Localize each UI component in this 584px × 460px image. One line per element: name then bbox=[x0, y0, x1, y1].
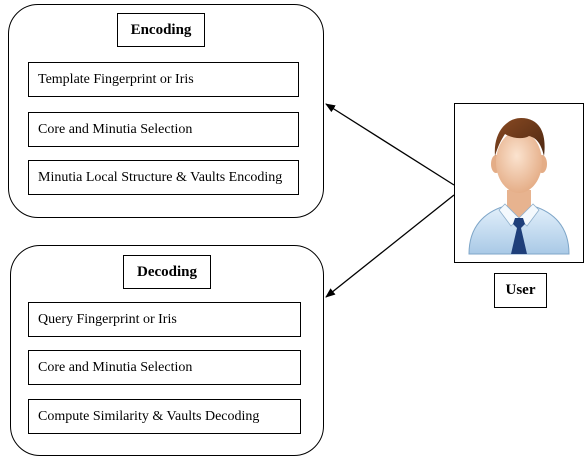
encoding-panel: Encoding Template Fingerprint or Iris Co… bbox=[8, 4, 324, 218]
arrow-user-to-decoding bbox=[325, 194, 455, 298]
decoding-step-selection: Core and Minutia Selection bbox=[28, 350, 301, 385]
encoding-step-selection: Core and Minutia Selection bbox=[28, 112, 299, 147]
user-label: User bbox=[494, 273, 547, 308]
user-avatar-box bbox=[454, 103, 584, 263]
decoding-step-vault-decoding: Compute Similarity & Vaults Decoding bbox=[28, 399, 301, 434]
encoding-title: Encoding bbox=[117, 13, 205, 47]
arrow-user-to-encoding bbox=[325, 103, 455, 186]
decoding-title: Decoding bbox=[123, 255, 211, 289]
decoding-panel: Decoding Query Fingerprint or Iris Core … bbox=[10, 245, 324, 456]
encoding-step-template: Template Fingerprint or Iris bbox=[28, 62, 299, 97]
encoding-step-vault-encoding: Minutia Local Structure & Vaults Encodin… bbox=[28, 160, 299, 195]
decoding-step-query: Query Fingerprint or Iris bbox=[28, 302, 301, 337]
user-avatar-icon bbox=[468, 118, 570, 255]
